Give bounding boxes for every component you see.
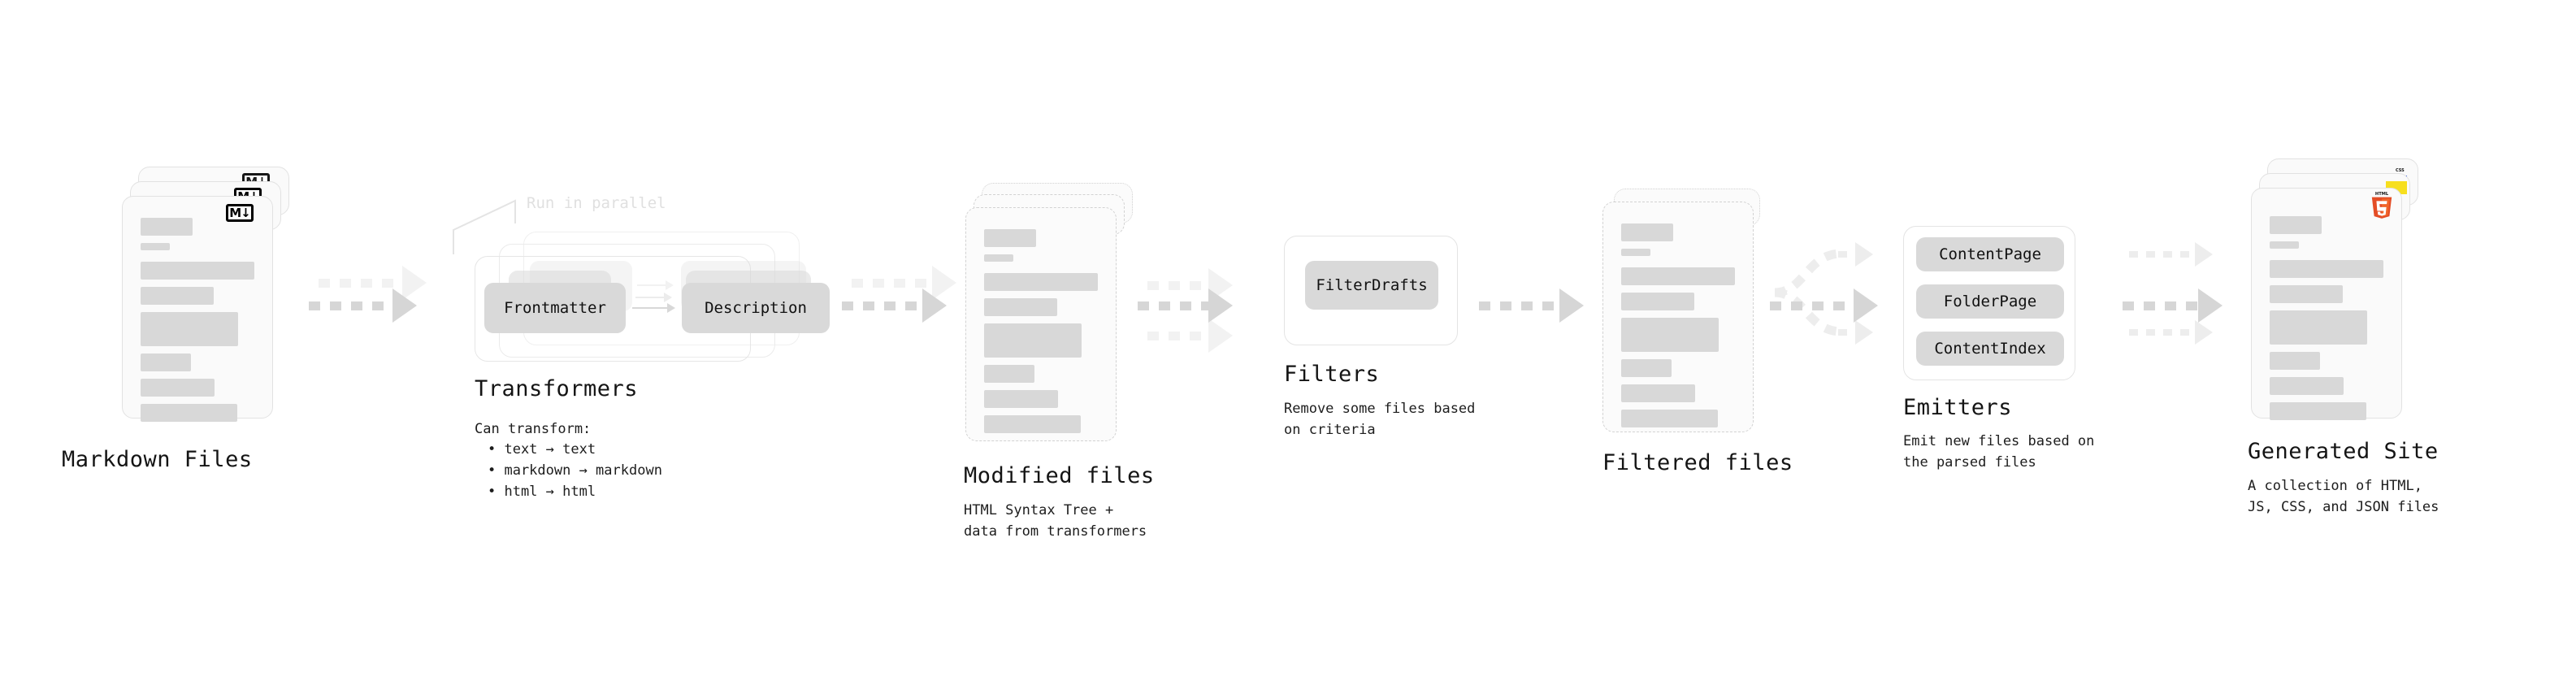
run-in-parallel-label: Run in parallel (527, 194, 666, 212)
emitter-chip-folderpage[interactable]: FolderPage (1916, 284, 2064, 319)
markdown-card-front (122, 196, 273, 422)
skeleton-bar (2270, 352, 2320, 370)
transformer-chip-frontmatter[interactable]: Frontmatter (484, 283, 626, 333)
transformers-bullet-1: • markdown → markdown (488, 462, 662, 479)
skeleton-bar (2270, 402, 2366, 420)
markdown-skeleton (141, 218, 254, 429)
stage-title-filters: Filters (1284, 362, 1380, 387)
run-in-parallel-leader-line (453, 199, 516, 254)
emitter-fanout-curves (1774, 249, 1842, 336)
connector-arrow-6 (2123, 288, 2223, 323)
connector-arrow-4 (1479, 288, 1584, 323)
svg-text:HTML: HTML (2375, 192, 2389, 197)
skeleton-bar (1621, 359, 1672, 377)
stage-subtitle-modified-files: HTML Syntax Tree + data from transformer… (964, 502, 1147, 540)
skeleton-bar (984, 415, 1081, 433)
stage-markdown-files: M↓ M↓ M↓ Markdown Files (62, 167, 333, 472)
site-card-front-html (2251, 188, 2402, 420)
css3-icon-label: CSS (2396, 168, 2405, 173)
skeleton-bar (984, 390, 1058, 408)
filtered-skeleton (1621, 223, 1735, 435)
skeleton-bar (141, 312, 239, 346)
emitter-chip-contentindex[interactable]: ContentIndex (1916, 332, 2064, 366)
skeleton-bar (2270, 377, 2344, 395)
skeleton-bar (984, 254, 1013, 262)
site-card-stack: CSS HTML (2251, 158, 2418, 420)
skeleton-bar (984, 323, 1082, 358)
filtered-card-stack (1602, 189, 1770, 432)
emitters-box: ContentPage FolderPage ContentIndex (1903, 226, 2075, 380)
filters-box: FilterDrafts (1284, 236, 1458, 345)
connector-arrow-2 (842, 288, 947, 323)
transformer-chip-label: Description (705, 299, 807, 317)
connector-arrow-1 (309, 288, 417, 323)
skeleton-bar (141, 379, 215, 397)
modified-card-stack (965, 183, 1133, 441)
markdown-card-stack: M↓ M↓ M↓ (122, 167, 289, 422)
transformer-chip-description[interactable]: Description (682, 283, 830, 333)
site-skeleton (2270, 216, 2383, 427)
connector-arrow-site-bottom (2129, 320, 2213, 345)
connector-arrow-site-top (2129, 242, 2213, 267)
skeleton-bar (1621, 293, 1694, 310)
transformers-bullet-2: • html → html (488, 484, 596, 500)
markdown-icon: M↓ (226, 204, 254, 222)
skeleton-bar (2270, 310, 2368, 345)
stage-title-markdown-files: Markdown Files (62, 447, 253, 472)
stage-title-transformers: Transformers (475, 376, 639, 401)
skeleton-bar (141, 243, 170, 250)
skeleton-bar (141, 262, 254, 280)
emitter-chip-label: ContentPage (1939, 245, 2041, 263)
skeleton-bar (2270, 216, 2322, 234)
filter-chip-filterdrafts[interactable]: FilterDrafts (1305, 261, 1438, 310)
stage-filtered-files: Filtered files (1602, 189, 1814, 475)
connector-arrow-3 (1138, 288, 1233, 323)
skeleton-bar (2270, 260, 2383, 278)
skeleton-bar (141, 404, 237, 422)
transformer-inner-arrow (632, 303, 675, 313)
skeleton-bar (984, 365, 1034, 383)
modified-skeleton (984, 229, 1098, 440)
connector-arrow-5 (1770, 288, 1878, 323)
stage-subtitle-generated-site: A collection of HTML, JS, CSS, and JSON … (2248, 478, 2439, 516)
connector-arrow-emitter-bottom (1838, 320, 1873, 345)
skeleton-bar (984, 273, 1098, 291)
skeleton-bar (141, 287, 214, 305)
connector-arrow-emitter-top (1838, 242, 1873, 267)
transformers-bullet-0: • text → text (488, 441, 596, 458)
skeleton-bar (1621, 410, 1718, 427)
filtered-card-front (1602, 202, 1754, 432)
skeleton-bar (2270, 285, 2343, 303)
skeleton-bar (141, 218, 193, 236)
filter-chip-label: FilterDrafts (1316, 276, 1428, 294)
connector-arrow-ghost (1147, 319, 1233, 353)
stage-title-modified-files: Modified files (964, 463, 1155, 488)
stage-subtitle-filters: Remove some files based on criteria (1284, 401, 1476, 439)
stage-title-filtered-files: Filtered files (1602, 450, 1793, 475)
transformer-inner-arrow-ghost (637, 280, 674, 290)
html5-icon: HTML (2371, 192, 2392, 219)
skeleton-bar (2270, 241, 2299, 249)
stage-title-emitters: Emitters (1903, 395, 2013, 420)
skeleton-bar (984, 298, 1057, 316)
emitter-chip-label: FolderPage (1943, 293, 2037, 310)
skeleton-bar (1621, 384, 1695, 402)
stage-modified-files: Modified files HTML Syntax Tree + data f… (964, 183, 1177, 540)
skeleton-bar (1621, 267, 1735, 285)
transformer-chip-label: Frontmatter (504, 299, 606, 317)
stage-subtitle-transformers: Can transform: (475, 421, 592, 437)
stage-title-generated-site: Generated Site (2248, 439, 2439, 464)
skeleton-bar (1621, 223, 1673, 241)
skeleton-bar (1621, 318, 1720, 352)
skeleton-bar (1621, 249, 1650, 256)
emitter-chip-contentpage[interactable]: ContentPage (1916, 237, 2064, 271)
modified-card-front (965, 207, 1117, 441)
stage-subtitle-emitters: Emit new files based on the parsed files (1903, 433, 2095, 471)
emitter-chip-label: ContentIndex (1934, 340, 2046, 358)
transformer-inner-arrow-ghost2 (635, 293, 672, 302)
stage-generated-site: CSS HTML Generated Site A collection of … (2248, 158, 2495, 515)
skeleton-bar (984, 229, 1036, 247)
skeleton-bar (141, 354, 191, 371)
